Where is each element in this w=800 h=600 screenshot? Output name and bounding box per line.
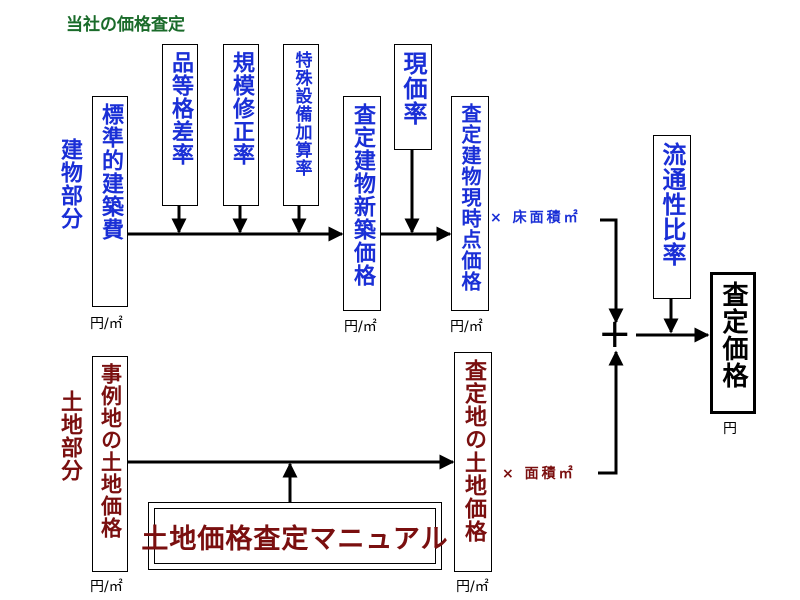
new-building-price-text: 査定建物新築価格: [350, 103, 375, 287]
final-price-box: 査定価格: [710, 272, 756, 414]
grade-diff-box: 品等格差率: [162, 44, 198, 206]
special-equipment-box: 特殊設備加算率: [283, 44, 319, 206]
present-price-text: 査定建物現時点価格: [458, 103, 482, 292]
arrow-building-to-plus: [600, 218, 624, 324]
liquidity-ratio-text: 流通性比率: [658, 142, 686, 267]
unit-standard: 円/㎡: [90, 316, 123, 332]
plus-sign: +: [598, 311, 632, 357]
present-price-box: 査定建物現時点価格: [451, 96, 489, 311]
building-section-label: 建物部分: [57, 138, 82, 230]
unit-assessed-land: 円/㎡: [456, 579, 489, 595]
scale-correction-box: 規模修正率: [223, 44, 259, 206]
assessed-land-price-box: 査定地の土地価格: [454, 352, 492, 572]
present-rate-box: 現価率: [394, 44, 432, 150]
final-price-text: 査定価格: [718, 281, 748, 389]
scale-correction-text: 規模修正率: [229, 51, 254, 166]
unit-present: 円/㎡: [450, 319, 483, 335]
final-unit: 円: [723, 421, 737, 437]
land-area-label: × 面積㎡: [502, 466, 576, 482]
land-section-label: 土地部分: [57, 390, 82, 482]
diagram-title: 当社の価格査定: [66, 15, 185, 35]
present-rate-text: 現価率: [399, 51, 427, 126]
assessed-land-price-text: 査定地の土地価格: [461, 359, 486, 543]
example-land-price-box: 事例地の土地価格: [92, 356, 128, 572]
liquidity-ratio-box: 流通性比率: [653, 135, 691, 299]
standard-cost-text: 標準的建築費: [98, 103, 123, 241]
new-building-price-box: 査定建物新築価格: [343, 96, 381, 311]
land-manual-box: 土地価格査定マニュアル: [141, 502, 448, 570]
unit-new: 円/㎡: [344, 319, 377, 335]
unit-example-land: 円/㎡: [90, 579, 123, 595]
example-land-price-text: 事例地の土地価格: [98, 363, 123, 539]
special-equipment-text: 特殊設備加算率: [291, 51, 312, 177]
floor-area-label: × 床面積㎡: [490, 210, 581, 226]
standard-cost-box: 標準的建築費: [92, 96, 128, 307]
land-manual-text: 土地価格査定マニュアル: [141, 523, 449, 555]
grade-diff-text: 品等格差率: [168, 51, 193, 166]
arrow-land-to-plus: [598, 350, 624, 475]
